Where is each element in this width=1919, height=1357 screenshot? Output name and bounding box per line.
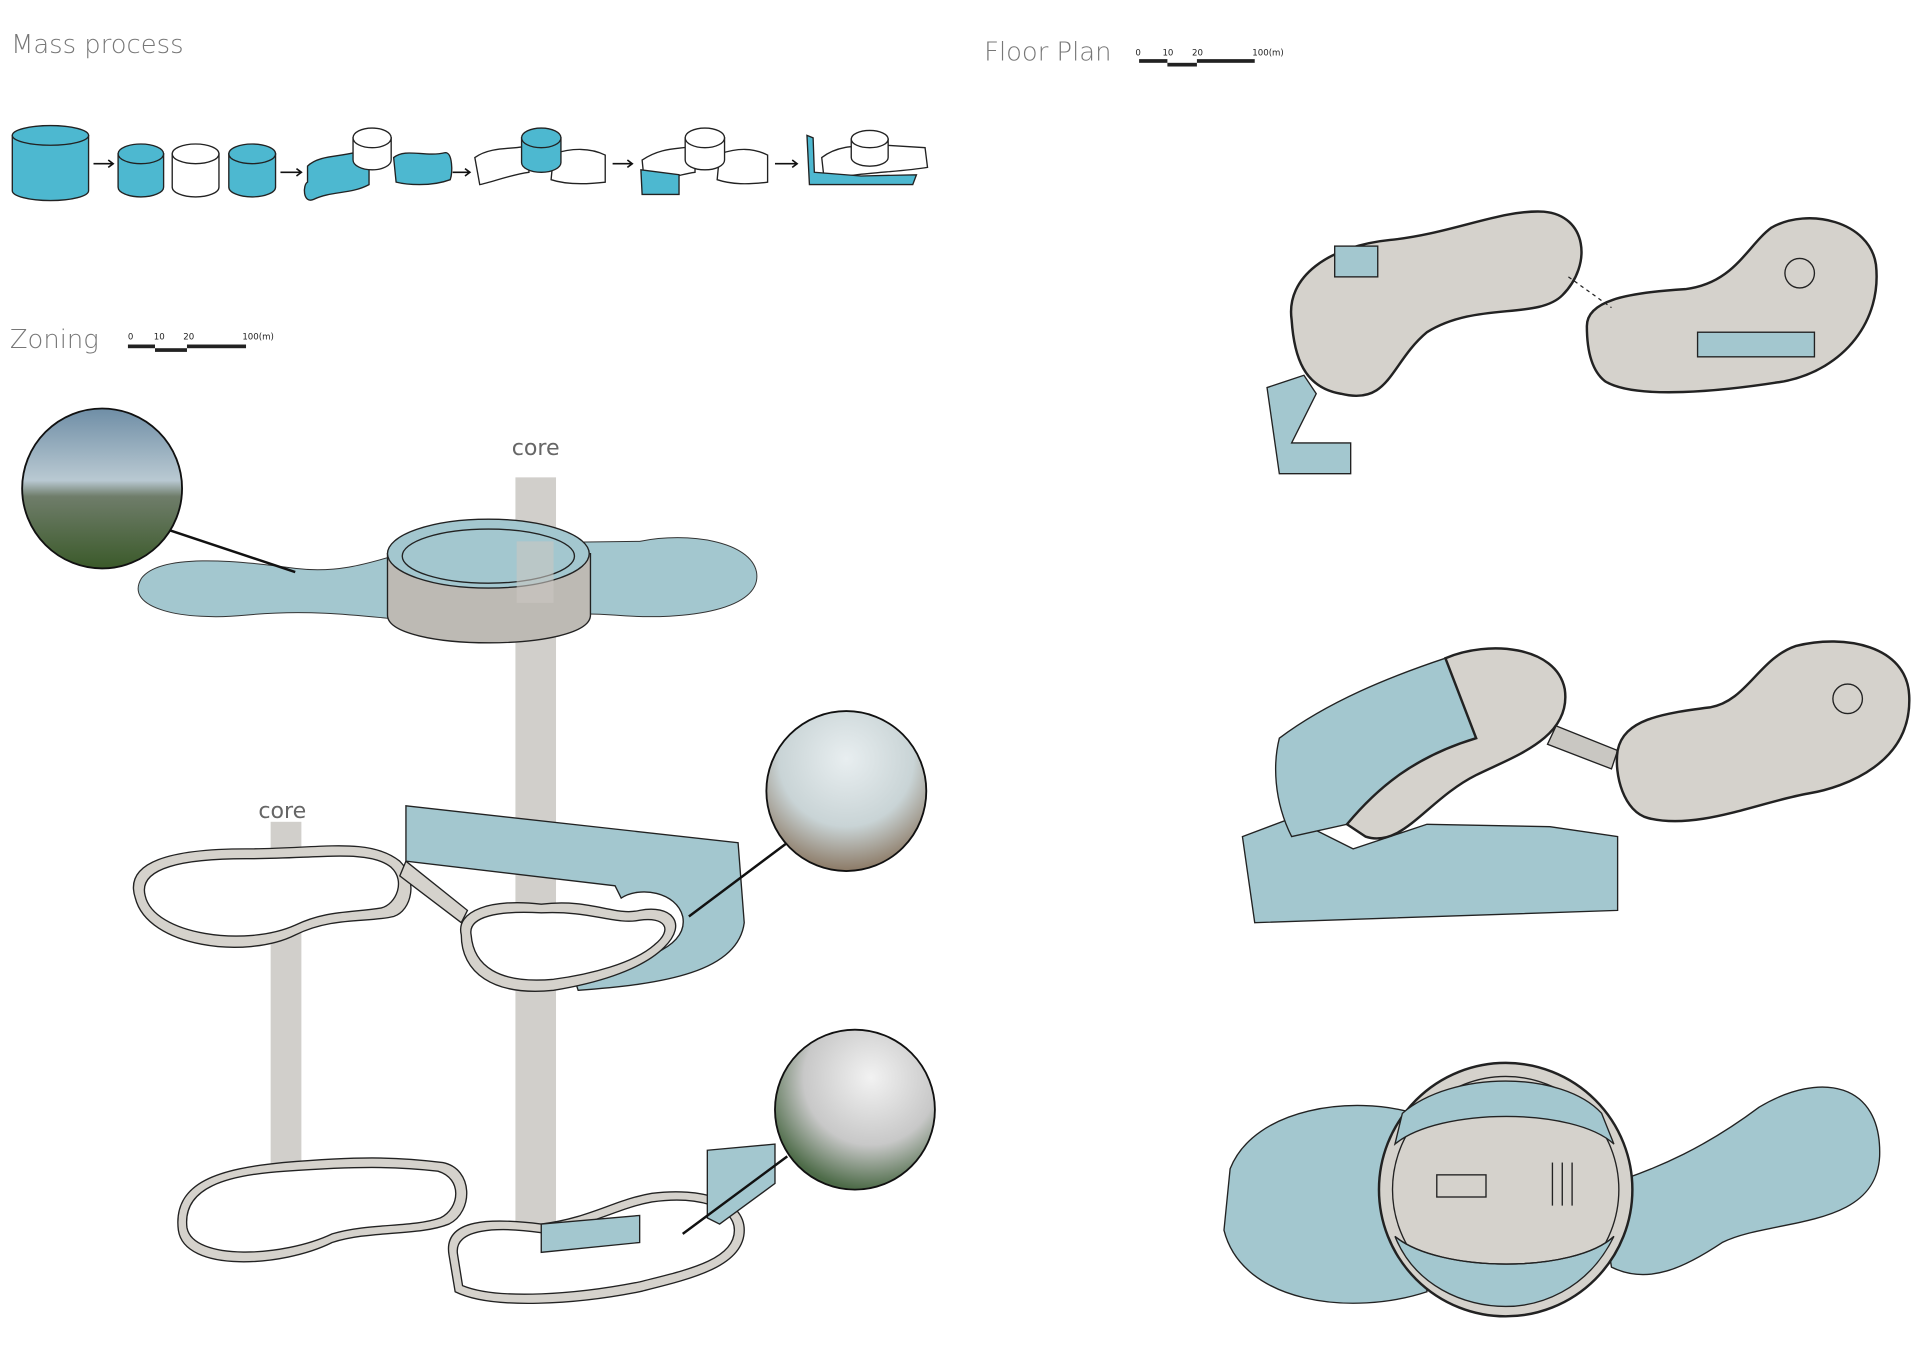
top-ring-core: [386, 518, 592, 644]
scale-tick: 0: [128, 333, 133, 343]
bottom-floor-blue-zone: [540, 1143, 776, 1254]
mass-cylinder: [684, 127, 726, 171]
mass-cylinder: [228, 143, 277, 198]
mass-kidney: [392, 151, 453, 186]
arrow-icon: [93, 159, 115, 169]
mass-cylinder: [117, 143, 165, 198]
scale-tick: 20: [1192, 48, 1203, 58]
floor-plan-scale-bar: 0 10 20 100(m): [1135, 48, 1284, 67]
floor-plan-level-2: [1241, 640, 1911, 924]
photo-landscape-circle: [21, 407, 183, 570]
scale-tick: 100(m): [242, 333, 274, 343]
mass-cylinder: [352, 127, 392, 171]
photo-interior-circle: [765, 710, 928, 872]
mass-wedge: [640, 169, 680, 196]
scale-tick: 100(m): [1252, 48, 1284, 58]
mass-process-title: Mass process: [11, 30, 184, 60]
mass-plinth: [806, 134, 918, 186]
floor-plan-title: Floor Plan: [984, 37, 1111, 67]
mass-kidney: [474, 144, 530, 186]
zoning-diagram: core core: [21, 407, 936, 1305]
zoning-scale-bar: 0 10 20 100(m): [127, 333, 274, 352]
mass-cylinder: [171, 143, 220, 198]
mass-kidney: [550, 148, 606, 185]
arrow-icon: [774, 159, 799, 169]
arrow-icon: [612, 159, 634, 169]
mass-cylinder: [520, 127, 562, 173]
arrow-icon: [452, 167, 472, 177]
zoning-title: Zoning: [10, 325, 99, 355]
floor-plan-level-1: [1223, 1061, 1881, 1318]
scale-tick: 20: [183, 333, 194, 343]
photo-atrium-circle: [774, 1028, 936, 1191]
mass-kidney: [716, 148, 769, 185]
arrow-icon: [280, 167, 303, 177]
mass-cylinder: [11, 124, 90, 202]
core-label: core: [258, 798, 306, 824]
mass-cylinder: [850, 129, 889, 167]
core-label: core: [512, 435, 560, 461]
scale-tick: 0: [1135, 48, 1140, 58]
mass-process-diagram: [11, 124, 929, 202]
scale-tick: 10: [154, 333, 165, 343]
floor-plan-level-3: [1266, 210, 1878, 475]
scale-tick: 10: [1162, 48, 1173, 58]
